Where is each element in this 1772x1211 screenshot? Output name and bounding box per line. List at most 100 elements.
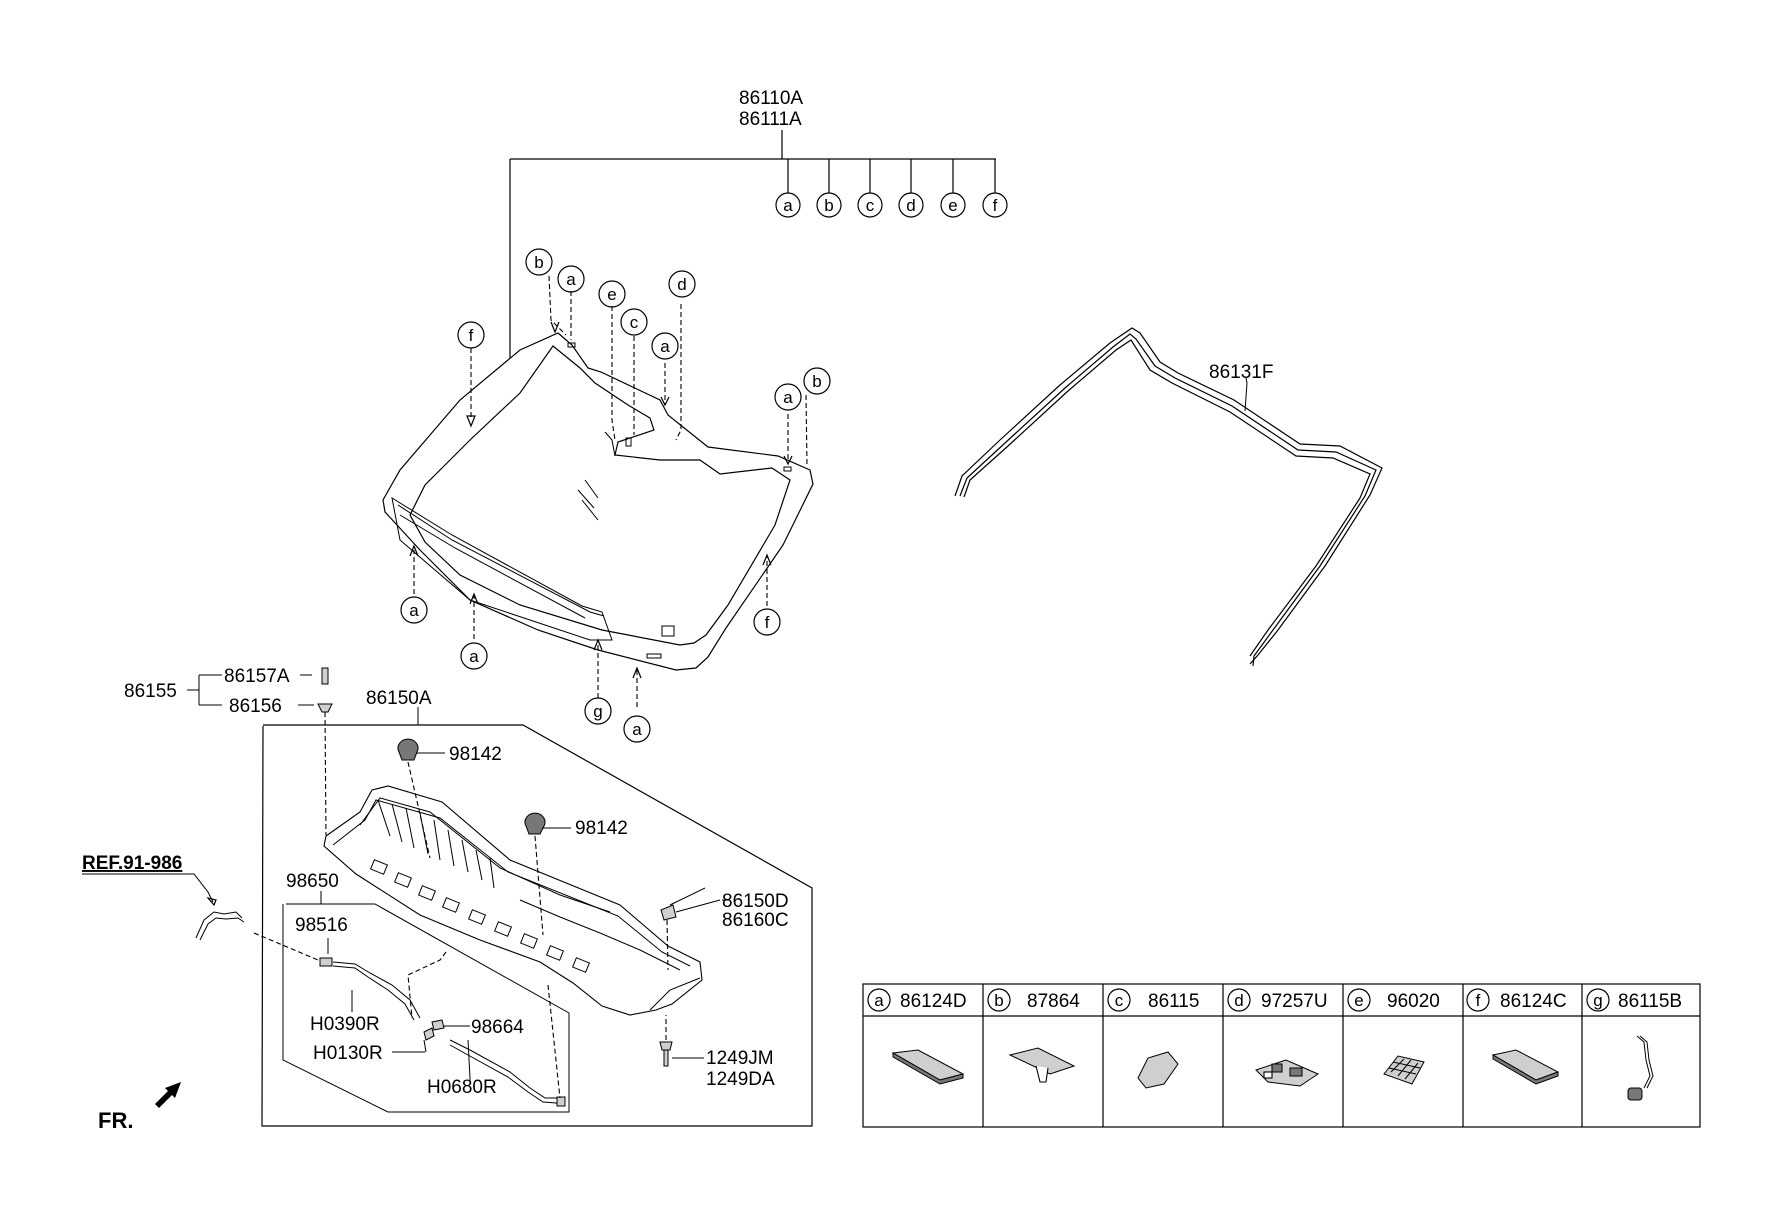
svg-text:g: g: [593, 702, 602, 721]
parts-table-cell-f: f 86124C: [1466, 988, 1567, 1085]
table-part-number: 86124C: [1500, 991, 1567, 1012]
part-number-86111a: 86111A: [739, 109, 802, 130]
table-letter: f: [1476, 991, 1481, 1010]
header-callout-b: b: [816, 192, 842, 218]
callout-right-a: a: [774, 383, 802, 411]
header-callout-d: d: [898, 192, 924, 218]
svg-text:b: b: [824, 196, 833, 215]
wire-connector-icon: [1636, 1035, 1651, 1089]
table-letter: e: [1354, 991, 1363, 1010]
callout-right-f: f: [753, 608, 781, 636]
washer-hose-group-part-number: 98650: [286, 871, 339, 892]
inspection-mark: [661, 625, 675, 637]
callout-top-a: a: [557, 265, 585, 293]
svg-text:d: d: [677, 275, 686, 294]
glass-reflection: [577, 479, 599, 521]
svg-text:a: a: [632, 720, 642, 739]
clip-86157a-icon: [321, 667, 329, 685]
screw-part-number-1: 1249JM: [706, 1048, 774, 1069]
part-number-86110a: 86110A: [739, 88, 803, 109]
svg-text:b: b: [534, 253, 543, 272]
callout-top-e: e: [598, 280, 626, 308]
svg-text:f: f: [993, 196, 998, 215]
table-letter: b: [994, 991, 1003, 1010]
callout-mid-a: a: [651, 332, 679, 360]
header-callout-e: e: [940, 192, 966, 218]
side-cover-part-number-1: 86150D: [722, 891, 789, 912]
svg-text:f: f: [765, 613, 770, 632]
front-label: FR.: [98, 1108, 133, 1133]
side-cover-part-number-2: 86160C: [722, 910, 789, 931]
callout-bottom-g: g: [584, 697, 612, 725]
table-part-number: 86124D: [900, 991, 967, 1012]
parts-table: [862, 983, 1701, 1128]
cowl-assembly-part-number: 86150A: [366, 688, 432, 709]
callout-right-b: b: [803, 367, 831, 395]
callout-stems: [787, 159, 996, 193]
svg-text:a: a: [469, 647, 479, 666]
svg-text:a: a: [660, 337, 670, 356]
moulding-part-number: 86131F: [1209, 362, 1273, 383]
callout-top-d: d: [668, 270, 696, 298]
table-part-number: 86115B: [1618, 991, 1682, 1012]
parts-table-cell-d: d 97257U: [1227, 988, 1328, 1087]
svg-text:a: a: [783, 196, 793, 215]
callout-leaders: [413, 275, 808, 707]
hose-2-part-number: H0130R: [313, 1043, 383, 1064]
table-part-number: 86115: [1148, 991, 1199, 1012]
hose-3-part-number: H0680R: [427, 1077, 497, 1098]
connector-98516-icon: [319, 957, 333, 967]
windshield-header: 86110A 86111A: [509, 88, 996, 358]
table-part-number: 87864: [1027, 991, 1080, 1012]
parts-table-cell-c: c 86115: [1107, 988, 1199, 1089]
side-cover-icon: [660, 904, 677, 921]
joint-part-number: 98664: [471, 1017, 524, 1038]
bracket-icon: [1137, 1051, 1179, 1089]
moulding-leader: [1244, 377, 1248, 412]
table-part-number: 97257U: [1261, 991, 1328, 1012]
svg-text:a: a: [783, 388, 793, 407]
callout-top-c: c: [620, 308, 648, 336]
front-arrow-icon: [155, 1082, 181, 1108]
cowl-group: 86150A 86155 86157A 86156 98142 98142: [82, 666, 813, 1127]
washer-nozzle-1-part-number: 98142: [449, 744, 502, 765]
header-callout-f: f: [982, 192, 1008, 218]
callout-bottom-a3: a: [623, 715, 651, 743]
table-letter: d: [1234, 991, 1243, 1010]
leader-line: [509, 130, 996, 358]
clip-86156-icon: [317, 703, 333, 713]
cowl-group-frame: [261, 724, 813, 1127]
washer-nozzle-2-icon: [524, 812, 546, 835]
screw-part-number-2: 1249DA: [706, 1069, 775, 1090]
table-letter: a: [874, 991, 884, 1010]
callout-left-f: f: [457, 321, 485, 349]
callout-bottom-a2: a: [460, 642, 488, 670]
reference-hose-icon: [195, 911, 245, 941]
windshield-glass: [382, 332, 814, 671]
cowl-panel: [323, 785, 703, 1016]
screw-icon: [659, 1041, 673, 1067]
svg-text:a: a: [566, 270, 576, 289]
clip-bottom-part-number: 86156: [229, 696, 282, 717]
windshield-moulding: 86131F: [954, 327, 1383, 667]
svg-text:f: f: [469, 326, 474, 345]
parts-table-cell-g: g 86115B: [1586, 988, 1682, 1101]
callout-bottom-a1: a: [400, 596, 428, 624]
svg-text:b: b: [812, 372, 821, 391]
parts-table-cell-a: a 86124D: [867, 988, 967, 1085]
washer-nozzle-1-icon: [397, 738, 419, 761]
svg-text:d: d: [906, 196, 915, 215]
header-callout-c: c: [857, 192, 883, 218]
clip-top-part-number: 86157A: [224, 666, 290, 687]
front-direction-indicator: FR.: [98, 1082, 181, 1133]
svg-text:c: c: [630, 313, 639, 332]
header-callout-a: a: [775, 192, 801, 218]
table-letter: g: [1593, 991, 1602, 1010]
clip-group-part-number: 86155: [124, 681, 177, 702]
callout-top-b: b: [525, 248, 553, 276]
washer-hose-frame: [282, 903, 570, 1113]
table-part-number: 96020: [1387, 991, 1440, 1012]
hose-1-part-number: H0390R: [310, 1014, 380, 1035]
svg-text:c: c: [866, 196, 875, 215]
